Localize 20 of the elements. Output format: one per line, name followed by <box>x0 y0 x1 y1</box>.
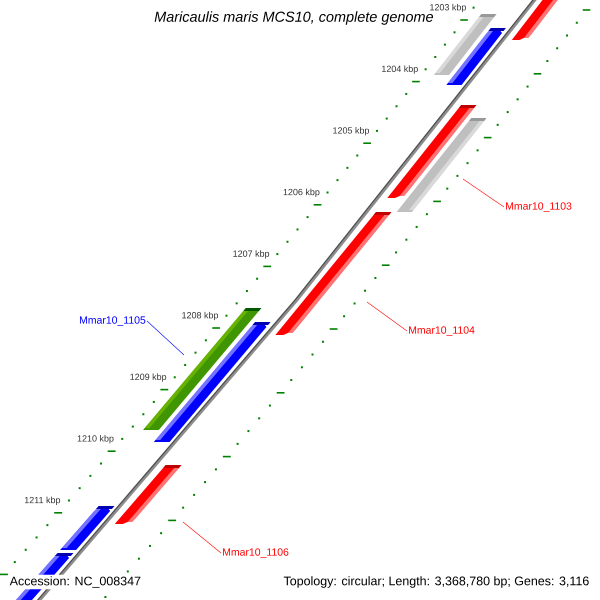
leader-line <box>462 178 504 208</box>
scale-label: 1209 kbp <box>130 373 166 382</box>
gene-label: Mmar10_1103 <box>506 202 572 212</box>
title: Maricaulis maris MCS10, complete genome <box>154 11 434 25</box>
leader-line <box>366 302 408 332</box>
leader-line <box>182 522 222 554</box>
leader-line <box>146 320 184 356</box>
scale-label: 1210 kbp <box>78 435 114 444</box>
genome-info-text: Topology: circular; Length: 3,368,780 bp; Genes: 3,116 <box>282 574 591 590</box>
gene-label: Mmar10_1104 <box>409 326 475 336</box>
accession-text: Accession: NC_008347 <box>8 574 142 590</box>
scale-label: 1207 kbp <box>233 250 270 259</box>
scale-label: 1204 kbp <box>382 65 418 74</box>
scale-label: 1203 kbp <box>430 4 466 12</box>
scale-label: 1205 kbp <box>333 127 370 136</box>
scale-label: 1206 kbp <box>284 188 320 197</box>
scale-label: 1208 kbp <box>182 312 218 320</box>
scale-label: 1211 kbp <box>24 496 60 505</box>
gene-label: Mmar10_1105 <box>80 316 146 326</box>
gene-label: Mmar10_1106 <box>223 548 288 558</box>
